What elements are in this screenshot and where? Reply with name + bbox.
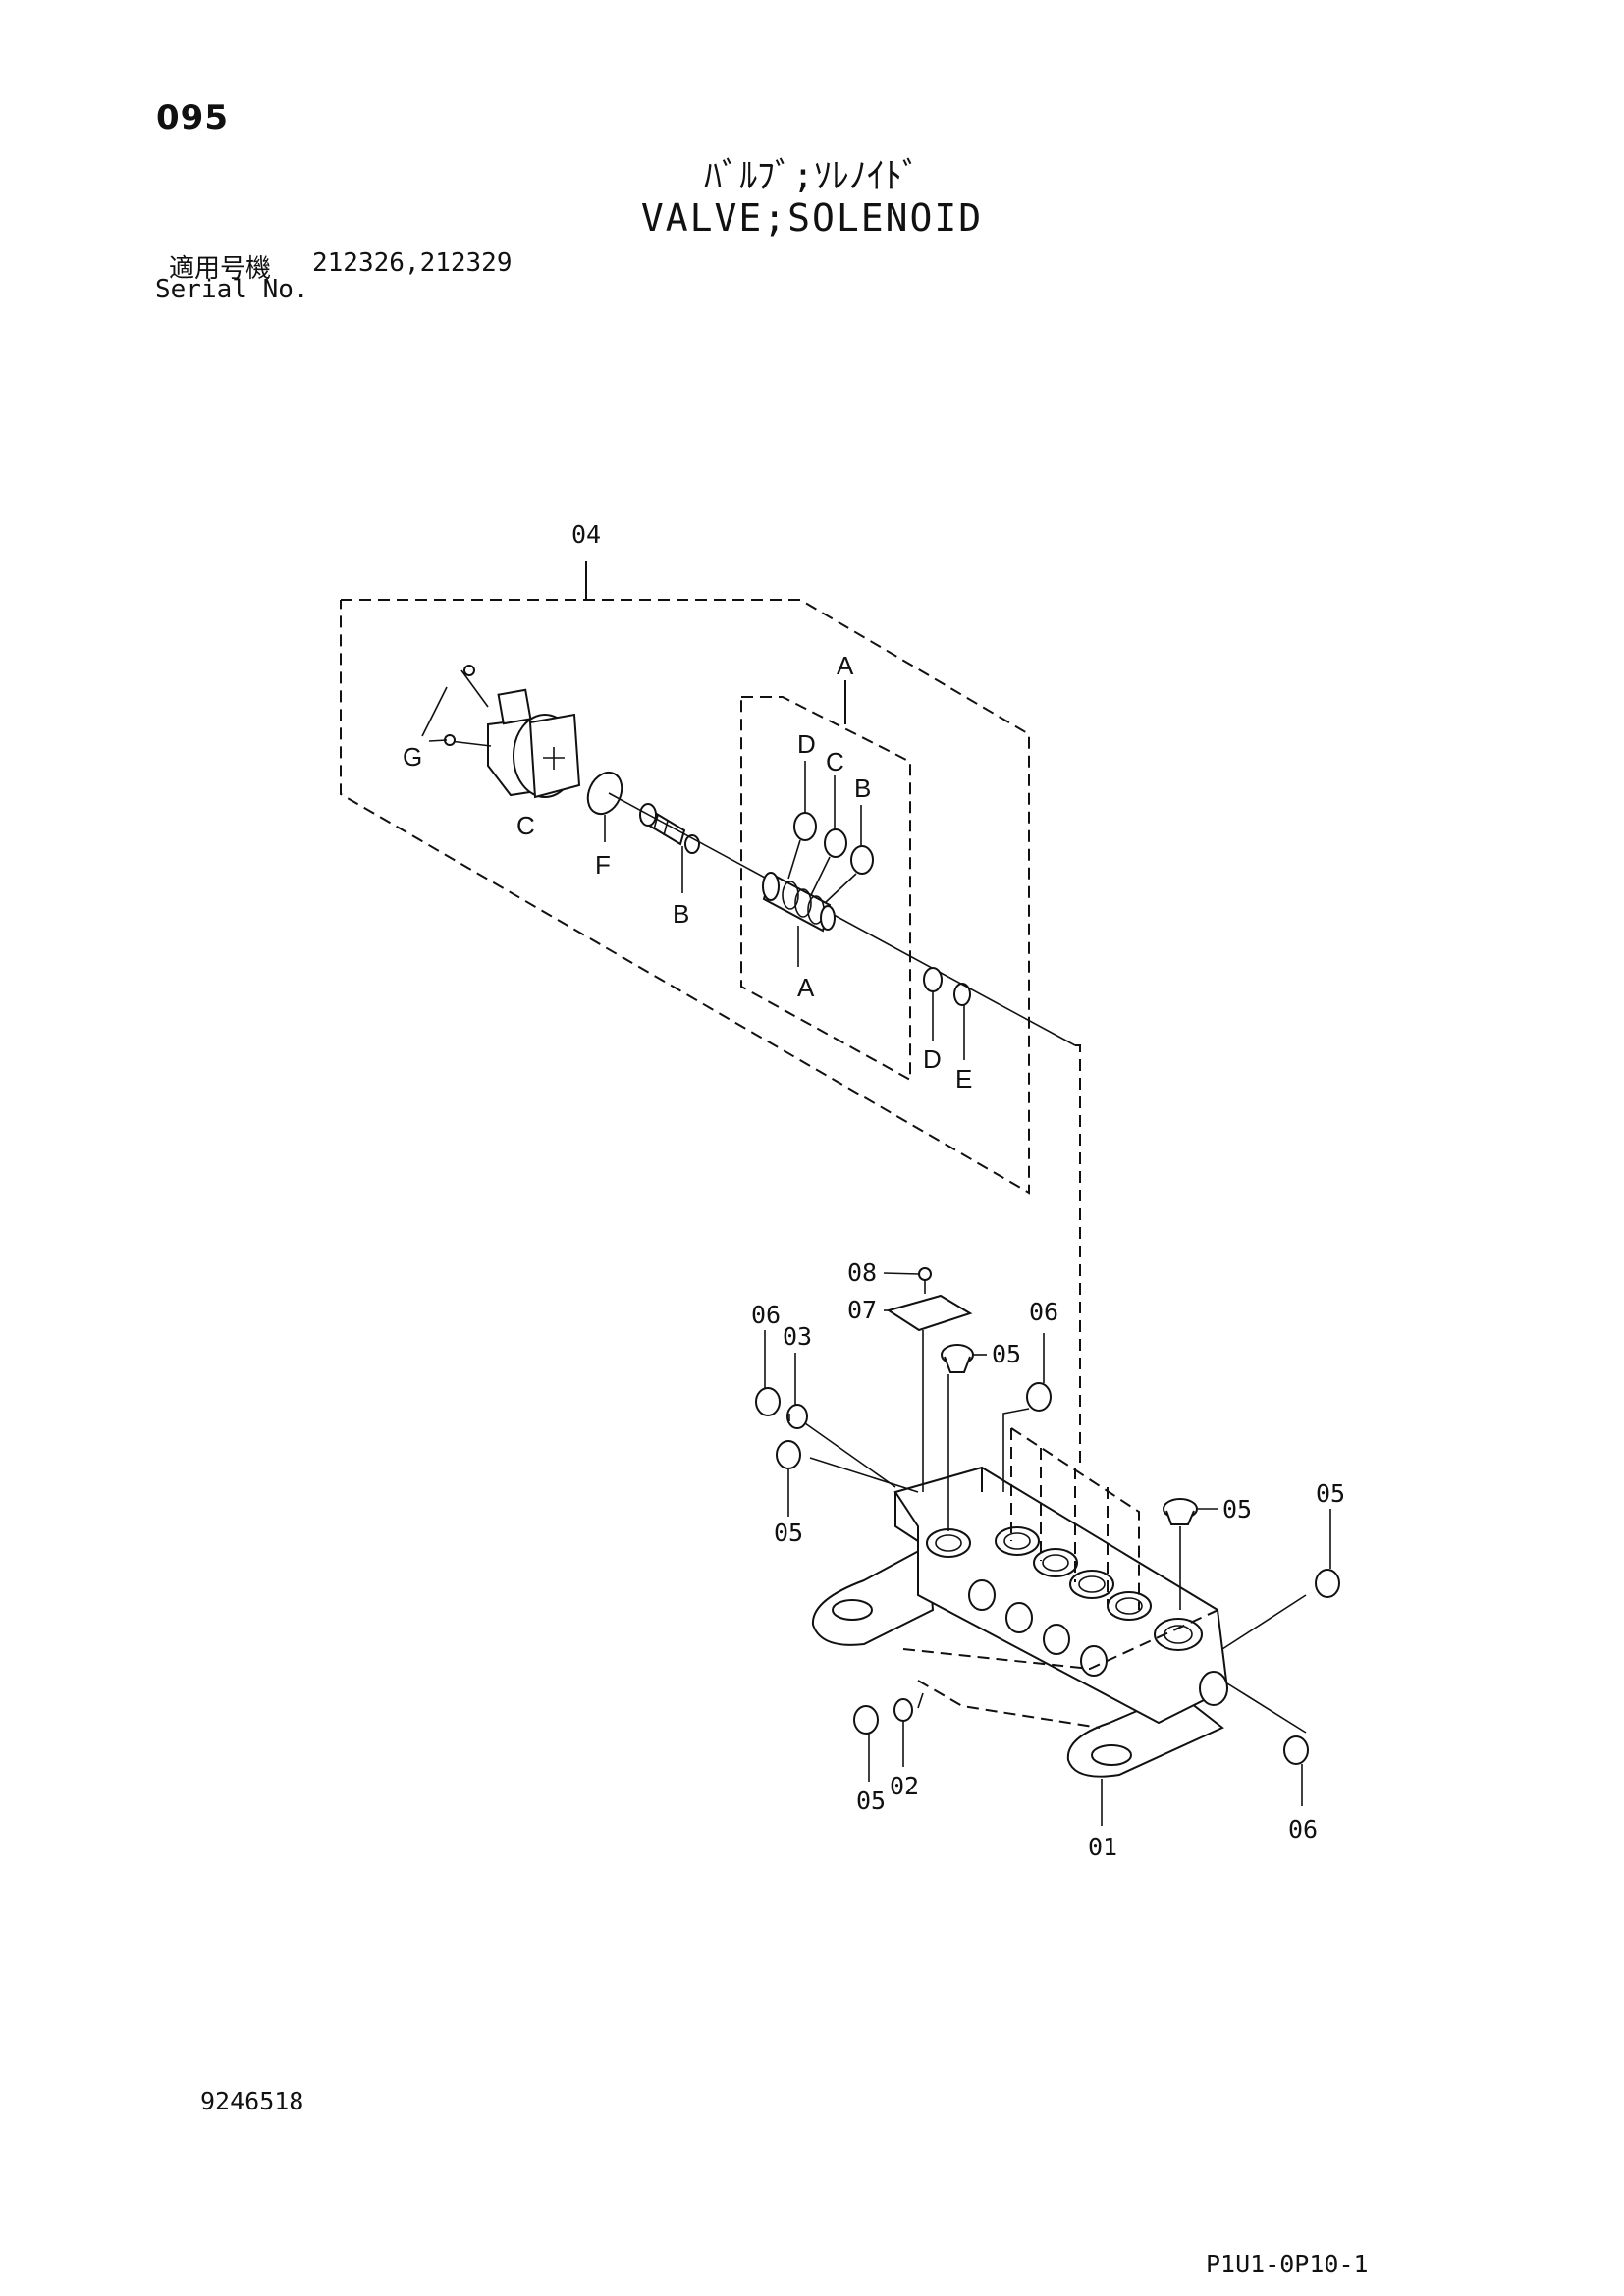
kit-a-boundary [740, 680, 911, 1082]
title-japanese: ﾊﾞﾙﾌﾞ;ｿﾚﾉｲﾄﾞ [704, 156, 920, 196]
callout-02: 02 [890, 1772, 919, 1800]
cartridge-a [762, 872, 836, 967]
callout-06-left: 06 [751, 1301, 781, 1329]
callout-05-top: 05 [992, 1340, 1021, 1368]
assembly-axis-line [608, 792, 1076, 1046]
plate-07 [884, 1294, 973, 1492]
plug-05-right [1163, 1498, 1218, 1610]
callout-b-plunger: B [673, 899, 689, 929]
install-path-line [1075, 1044, 1081, 1463]
plug-05-top [941, 1344, 987, 1531]
valve-body [811, 1466, 1229, 1826]
page-reference: P1U1-0P10-1 [1206, 2250, 1369, 2278]
callout-03: 03 [783, 1322, 812, 1351]
callout-05-right: 05 [1222, 1495, 1252, 1523]
callout-c-upper: C [826, 747, 844, 776]
callout-05-left: 05 [774, 1519, 803, 1547]
plug-06-lower-right [1283, 1735, 1309, 1806]
cartridge-o-rings [787, 761, 874, 904]
callout-f: F [595, 850, 611, 880]
callout-04: 04 [571, 520, 601, 549]
callout-d-lower: D [923, 1044, 942, 1074]
plug-06-left [755, 1330, 781, 1416]
plug-03-left [786, 1353, 896, 1488]
callout-07: 07 [847, 1296, 877, 1324]
callout-d-upper: D [797, 729, 816, 759]
plunger-b [639, 803, 700, 893]
callout-05-bottom: 05 [856, 1787, 886, 1815]
callout-08: 08 [847, 1258, 877, 1287]
serial-label-japanese: 適用号機 [169, 254, 272, 284]
solenoid-coil [421, 665, 581, 799]
callout-01: 01 [1088, 1833, 1117, 1861]
callout-a-bottom: A [797, 973, 815, 1002]
serial-numbers: 212326,212329 [312, 248, 513, 278]
plug-02 [893, 1698, 913, 1767]
callout-c-coil: C [516, 811, 535, 840]
callout-g: G [403, 742, 422, 772]
assembly-04-boundary [340, 561, 1030, 1195]
callout-06-top: 06 [1029, 1298, 1058, 1326]
seal-rings-d-e [923, 967, 971, 1060]
page-number: 095 [156, 98, 229, 137]
callout-e: E [955, 1064, 972, 1094]
title-english: VALVE;SOLENOID [640, 196, 984, 240]
callout-b-upper: B [854, 774, 871, 803]
serial-label-english: Serial No. [155, 275, 309, 304]
screw-08 [883, 1267, 932, 1294]
plug-05-bottom [853, 1705, 879, 1782]
plug-05-far-right [1315, 1509, 1340, 1598]
plug-05-left [776, 1440, 801, 1517]
o-ring-f [586, 771, 623, 842]
callout-a-top: A [837, 651, 854, 680]
plug-06-top [1002, 1333, 1052, 1492]
drawing-number: 9246518 [200, 2087, 304, 2115]
callout-05-far-right: 05 [1316, 1479, 1345, 1508]
body-install-lines [809, 1427, 1307, 1734]
callout-06-lower-right: 06 [1288, 1815, 1318, 1843]
